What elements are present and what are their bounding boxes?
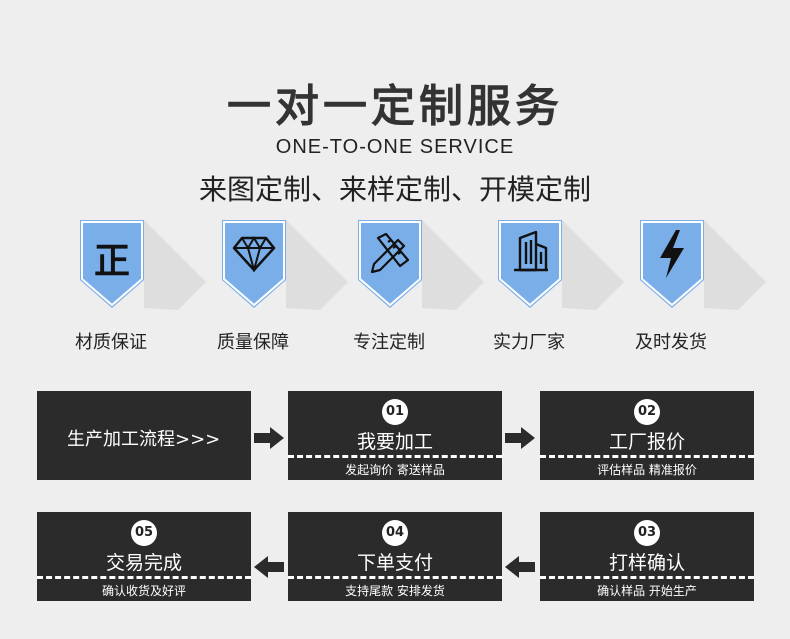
badge-material: 正 材质保证 xyxy=(75,218,206,358)
badge-factory: 实力厂家 xyxy=(493,218,624,358)
dashed-divider xyxy=(540,455,754,458)
step-description: 确认收货及好评 xyxy=(101,584,186,598)
dashed-divider xyxy=(540,576,754,579)
building-icon xyxy=(514,230,548,272)
diamond-icon xyxy=(232,236,276,272)
step-description: 确认样品 开始生产 xyxy=(597,584,697,598)
arrow-left-icon xyxy=(254,556,284,578)
step-number: 04 xyxy=(382,520,408,546)
step-title: 打样确认 xyxy=(608,552,685,574)
process-step-04: 04 下单支付 支持尾款 安排发货 xyxy=(288,512,502,601)
step-title: 下单支付 xyxy=(356,552,433,574)
zheng-character-icon: 正 xyxy=(93,241,130,282)
badge-label: 材质保证 xyxy=(75,332,147,353)
badge-label: 及时发货 xyxy=(635,332,707,353)
step-number: 03 xyxy=(634,520,660,546)
badge-shield xyxy=(80,220,206,310)
dashed-divider xyxy=(37,576,251,579)
step-description: 评估样品 精准报价 xyxy=(597,463,697,477)
process-intro-box: 生产加工流程>>> xyxy=(37,391,251,480)
badge-shield xyxy=(222,220,348,310)
process-step-03: 03 打样确认 确认样品 开始生产 xyxy=(540,512,754,601)
step-number: 02 xyxy=(634,399,660,425)
badge-delivery: 及时发货 xyxy=(635,218,766,358)
feature-badges: 正 材质保证 质量保障 xyxy=(0,218,790,358)
process-step-02: 02 工厂报价 评估样品 精准报价 xyxy=(540,391,754,480)
badge-quality: 质量保障 xyxy=(217,218,348,358)
step-title: 交易完成 xyxy=(105,552,182,574)
process-step-05: 05 交易完成 确认收货及好评 xyxy=(37,512,251,601)
dashed-divider xyxy=(288,576,502,579)
badge-label: 实力厂家 xyxy=(493,332,565,353)
dashed-divider xyxy=(288,455,502,458)
arrow-left-icon xyxy=(505,556,535,578)
pencil-ruler-icon xyxy=(370,232,410,274)
process-intro-text: 生产加工流程>>> xyxy=(67,429,221,450)
lightning-icon xyxy=(660,230,684,278)
step-number: 05 xyxy=(131,520,157,546)
page-title: 一对一定制服务 xyxy=(227,81,563,132)
arrow-right-icon xyxy=(505,427,535,449)
step-description: 支持尾款 安排发货 xyxy=(345,584,445,598)
step-title: 我要加工 xyxy=(356,431,433,453)
badge-label: 专注定制 xyxy=(353,332,425,353)
step-description: 发起询价 寄送样品 xyxy=(345,463,445,477)
step-number: 01 xyxy=(382,399,408,425)
badge-custom: 专注定制 xyxy=(353,218,484,358)
process-step-01: 01 我要加工 发起询价 寄送样品 xyxy=(288,391,502,480)
badge-label: 质量保障 xyxy=(217,332,289,353)
step-title: 工厂报价 xyxy=(608,431,685,453)
badge-shield xyxy=(358,220,484,310)
chinese-subtitle: 来图定制、来样定制、开模定制 xyxy=(198,173,591,206)
arrow-right-icon xyxy=(254,427,284,449)
english-subtitle: ONE-TO-ONE SERVICE xyxy=(275,136,515,158)
